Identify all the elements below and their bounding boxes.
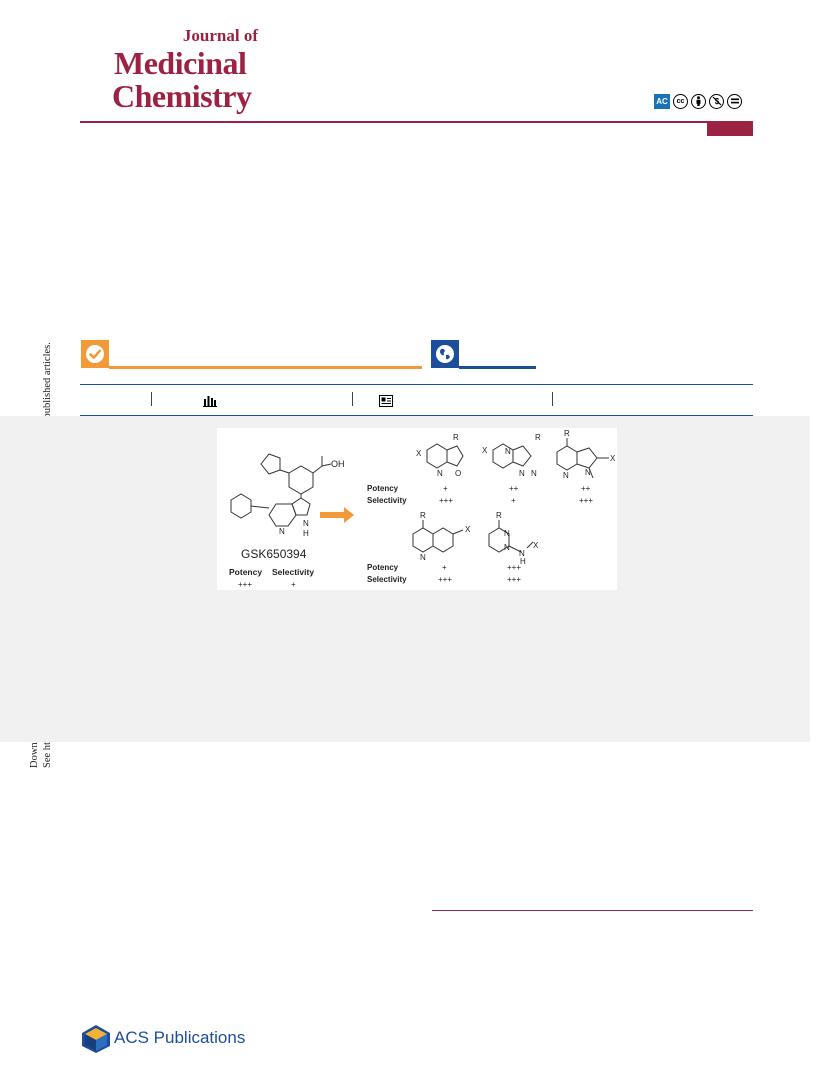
toc-r-label: R	[420, 511, 426, 520]
row1-potency-value: ++	[581, 484, 591, 493]
globe-access-badge[interactable]	[431, 340, 536, 370]
metrics-separator	[352, 392, 353, 406]
publisher-name: ACS Publications	[114, 1028, 246, 1047]
cc-label: cc	[676, 97, 685, 105]
toc-n-label: N	[563, 471, 569, 480]
journal-logo: Journal of Medicinal Chemistry	[112, 26, 262, 116]
toc-x-label: X	[416, 449, 422, 458]
toc-n-label: N	[437, 469, 443, 478]
toc-n-label: N	[505, 447, 511, 456]
acs-hexagon-icon	[82, 1025, 110, 1053]
toc-h-label: H	[520, 557, 526, 566]
toc-graphic: OH N N H GSK650394 Potency Selectivity +…	[217, 428, 617, 590]
quinoline-structure	[412, 520, 464, 553]
toc-n-label: N	[531, 469, 537, 478]
row1-potency-value: ++	[509, 484, 519, 493]
pyrazolopyrimidine-structure	[492, 443, 532, 469]
toc-r-label: R	[496, 511, 502, 520]
left-potency-header: Potency	[229, 567, 262, 577]
metrics-bar-bottom-rule	[80, 415, 753, 416]
license-icons[interactable]: AC cc $	[654, 92, 742, 110]
checkmark-icon	[81, 340, 109, 368]
toc-x-label: X	[465, 525, 471, 534]
left-potency-value: +++	[238, 580, 252, 589]
row2-potency-value: +++	[507, 563, 521, 572]
acs-publications-logo[interactable]: ACS Publications	[80, 1024, 250, 1054]
toc-r-label: R	[564, 429, 570, 438]
toc-n-label: N	[519, 549, 525, 558]
left-selectivity-value: +	[291, 580, 296, 589]
toc-o-label: O	[455, 469, 461, 478]
toc-n-label: N	[504, 529, 510, 538]
toc-n-label: N	[585, 468, 591, 477]
globe-access-underline	[459, 366, 536, 369]
furopyridine-structure	[426, 443, 464, 469]
header-article-tab	[707, 123, 753, 136]
metrics-separator	[552, 392, 553, 406]
toc-r-label: R	[453, 433, 459, 442]
article-recommendations-icon[interactable]	[379, 394, 393, 412]
row1-selectivity-label: Selectivity	[367, 496, 407, 505]
footnote-rule	[432, 910, 753, 911]
pyrrolopyridine-structure	[556, 438, 609, 479]
row1-potency-label: Potency	[367, 484, 399, 493]
noderivatives-icon	[727, 93, 742, 109]
gsk650394-structure	[230, 453, 332, 527]
row1-potency-value: +	[443, 484, 448, 493]
row2-selectivity-value: +++	[507, 575, 521, 584]
toc-x-label: X	[610, 454, 616, 463]
row1-selectivity-value: +++	[579, 496, 593, 505]
toc-n-label: N	[420, 553, 426, 562]
row1-selectivity-value: +++	[439, 496, 453, 505]
toc-n-label: N	[504, 543, 510, 552]
journal-logo-line1: Journal of	[182, 26, 258, 45]
header-rule	[80, 121, 753, 123]
noncommercial-icon: $	[709, 93, 724, 109]
pyrimidine-structure	[488, 520, 534, 553]
journal-logo-line3: Chemistry	[112, 78, 252, 114]
compound-name: GSK650394	[241, 547, 307, 561]
row2-potency-label: Potency	[367, 563, 399, 572]
left-selectivity-header: Selectivity	[272, 567, 314, 577]
row2-selectivity-value: +++	[438, 575, 452, 584]
creative-commons-icon: cc	[673, 93, 688, 109]
toc-n-label: N	[279, 527, 285, 536]
ac-label: AC	[656, 96, 668, 106]
toc-r-label: R	[535, 433, 541, 442]
metrics-bar-chart-icon[interactable]	[203, 394, 217, 412]
acs-authorchoice-icon: AC	[654, 93, 670, 109]
journal-logo-line2: Medicinal	[114, 45, 247, 81]
open-access-underline	[109, 366, 422, 369]
attribution-icon	[691, 93, 706, 109]
row2-potency-value: +	[442, 563, 447, 572]
metrics-separator	[151, 392, 152, 406]
metrics-bar-top-rule	[80, 384, 753, 385]
orange-arrow-icon	[320, 507, 354, 523]
row1-selectivity-value: +	[511, 496, 516, 505]
toc-n-label: N	[303, 519, 309, 528]
toc-oh-label: OH	[331, 459, 345, 469]
toc-x-label: X	[533, 541, 539, 550]
toc-n-label: N	[519, 469, 525, 478]
globe-icon	[431, 340, 459, 368]
toc-x-label: X	[482, 446, 488, 455]
open-access-badge[interactable]	[81, 340, 422, 370]
toc-h-label: H	[303, 529, 309, 538]
row2-selectivity-label: Selectivity	[367, 575, 407, 584]
